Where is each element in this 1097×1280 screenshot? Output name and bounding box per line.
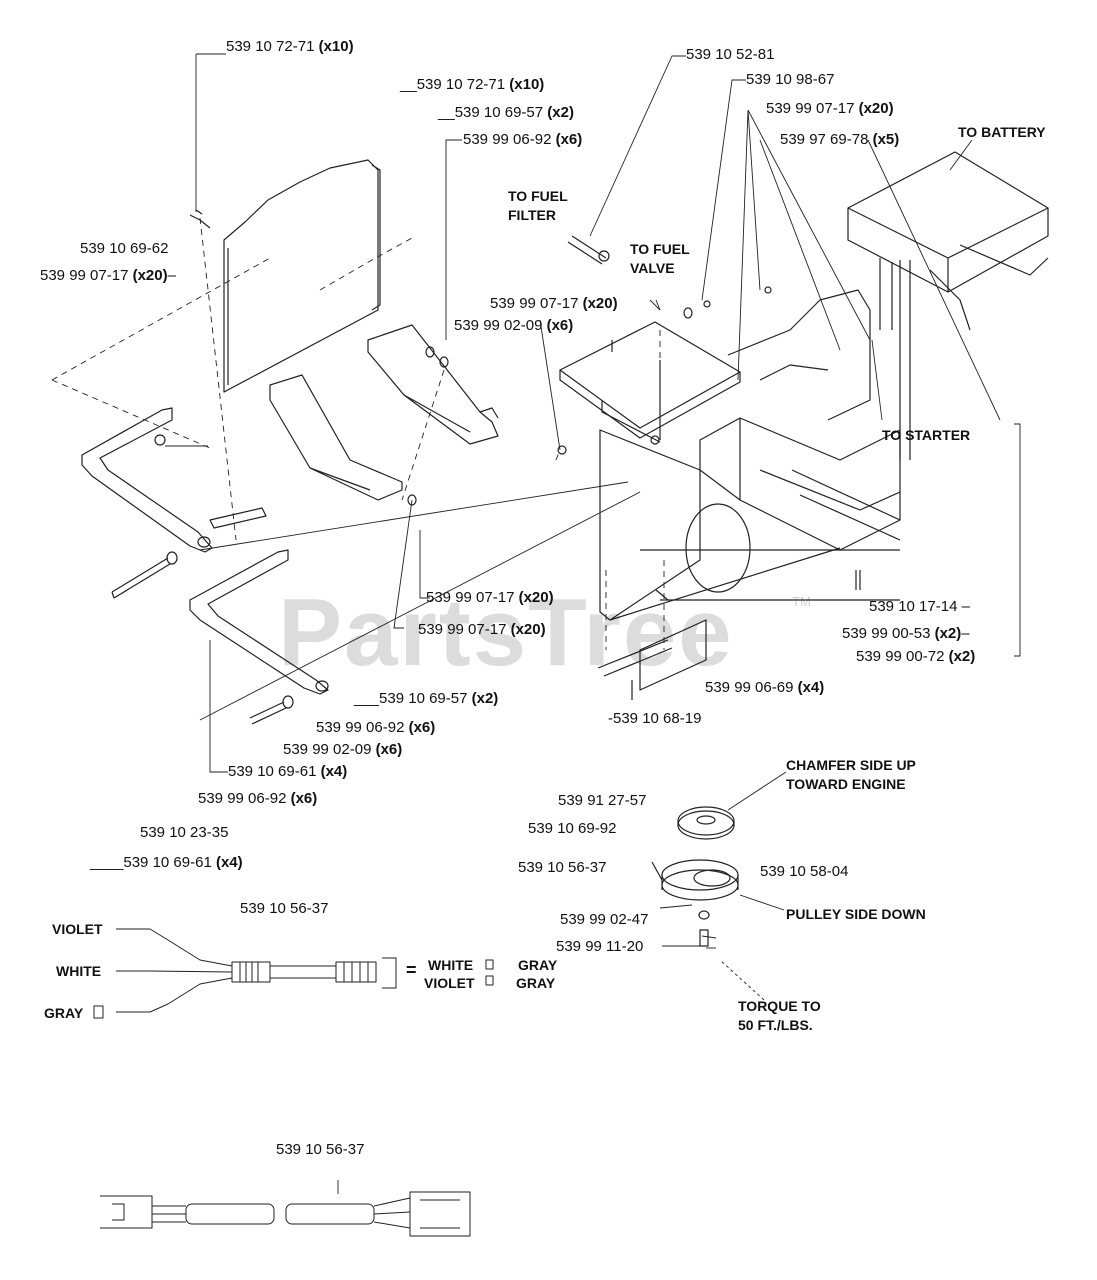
callout-539-99-07-17-c: 539 99 07-17 (x20) xyxy=(490,295,618,312)
arm-bracket-lower xyxy=(189,549,329,695)
callout-539-99-07-17-d: 539 99 07-17 (x20) xyxy=(426,589,554,606)
callout-539-10-72-71-b: __539 10 72-71 (x10) xyxy=(400,76,545,93)
callout-539-99-06-92-c: 539 99 06-92 (x6) xyxy=(198,790,318,807)
callout-539-10-23-35: 539 10 23-35 xyxy=(140,824,229,841)
callout-539-99-00-72: 539 99 00-72 (x2) xyxy=(856,648,976,665)
wire-label-gray-right-1: GRAY xyxy=(518,957,558,973)
callout-539-10-58-04: 539 10 58-04 xyxy=(760,863,849,880)
extension-cable xyxy=(100,1191,471,1237)
callout-539-10-72-71-a: 539 10 72-71 (x10) xyxy=(226,38,354,55)
pto-clutch xyxy=(651,806,739,947)
caption-pulley-side-down: PULLEY SIDE DOWN xyxy=(786,906,926,922)
callout-539-10-56-37-b: 539 10 56-37 xyxy=(240,900,329,917)
callout-539-91-27-57: 539 91 27-57 xyxy=(558,792,647,809)
wire-label-gray: GRAY xyxy=(44,1005,84,1021)
callout-539-99-02-09-a: 539 99 02-09 (x6) xyxy=(454,317,574,334)
caption-chamfer-1: CHAMFER SIDE UP xyxy=(786,757,916,773)
caption-to-starter: TO STARTER xyxy=(882,427,971,443)
leader-lines xyxy=(195,53,1021,1194)
callout-539-10-56-37-a: 539 10 56-37 xyxy=(518,859,607,876)
callout-539-99-00-53: 539 99 00-53 (x2)– xyxy=(842,625,970,642)
battery-tray xyxy=(847,151,1049,331)
wire-label-white-mid: WHITE xyxy=(428,957,474,973)
wire-label-violet-mid: VIOLET xyxy=(424,975,475,991)
foot-bracket xyxy=(367,324,499,445)
callout-539-99-02-47: 539 99 02-47 xyxy=(560,911,649,928)
wire-label-white: WHITE xyxy=(56,963,102,979)
callout-539-10-17-14: 539 10 17-14 – xyxy=(869,598,970,615)
callout-539-97-69-78: 539 97 69-78 (x5) xyxy=(780,131,900,148)
arm-bracket-upper xyxy=(81,407,213,553)
callout-539-99-07-17-e: 539 99 07-17 (x20) xyxy=(418,621,546,638)
callout-539-10-69-61-b: ____539 10 69-61 (x4) xyxy=(90,854,243,871)
wire-label-violet: VIOLET xyxy=(52,921,103,937)
wire-label-gray-right-2: GRAY xyxy=(516,975,556,991)
callout-539-10-56-37-c: 539 10 56-37 xyxy=(276,1141,365,1158)
callout-539-99-07-17-b: 539 99 07-17 (x20) xyxy=(766,100,894,117)
callout-539-10-69-61-a: 539 10 69-61 (x4) xyxy=(228,763,348,780)
callout-539-10-69-57-b: ___539 10 69-57 (x2) xyxy=(354,690,499,707)
callout-539-10-69-92: 539 10 69-92 xyxy=(528,820,617,837)
callout-539-99-06-92-b: 539 99 06-92 (x6) xyxy=(316,719,436,736)
watermark-trademark: TM xyxy=(792,594,811,609)
caption-torque-2: 50 FT./LBS. xyxy=(738,1017,813,1033)
callout-539-10-69-62: 539 10 69-62 xyxy=(80,240,169,257)
bracket-plate-left xyxy=(189,159,381,393)
wiring-harness xyxy=(93,928,494,1019)
callout-539-99-06-69: 539 99 06-69 (x4) xyxy=(705,679,825,696)
callout-539-10-98-67: 539 10 98-67 xyxy=(746,71,835,88)
caption-chamfer-2: TOWARD ENGINE xyxy=(786,776,906,792)
wire-equals: = xyxy=(406,960,417,980)
caption-to-fuel-valve-1: TO FUEL xyxy=(630,241,690,257)
callout-539-99-06-92-a: 539 99 06-92 (x6) xyxy=(463,131,583,148)
callout-539-10-52-81: 539 10 52-81 xyxy=(686,46,775,63)
callout-539-99-02-09-b: 539 99 02-09 (x6) xyxy=(283,741,403,758)
foot-bracket-2 xyxy=(269,374,403,501)
caption-torque-1: TORQUE TO xyxy=(738,998,821,1014)
callout-539-99-11-20: 539 99 11-20 xyxy=(556,938,644,955)
callout-539-10-69-57-a: __539 10 69-57 (x2) xyxy=(438,104,574,121)
caption-to-fuel-valve-2: VALVE xyxy=(630,260,675,276)
callout-539-99-07-17-a: 539 99 07-17 (x20)– xyxy=(40,267,176,284)
caption-to-fuel-filter-2: FILTER xyxy=(508,207,556,223)
callout-539-10-68-19: -539 10 68-19 xyxy=(608,710,702,727)
caption-to-fuel-filter-1: TO FUEL xyxy=(508,188,568,204)
engine-deck-frame xyxy=(559,260,911,700)
caption-to-battery: TO BATTERY xyxy=(958,124,1046,140)
